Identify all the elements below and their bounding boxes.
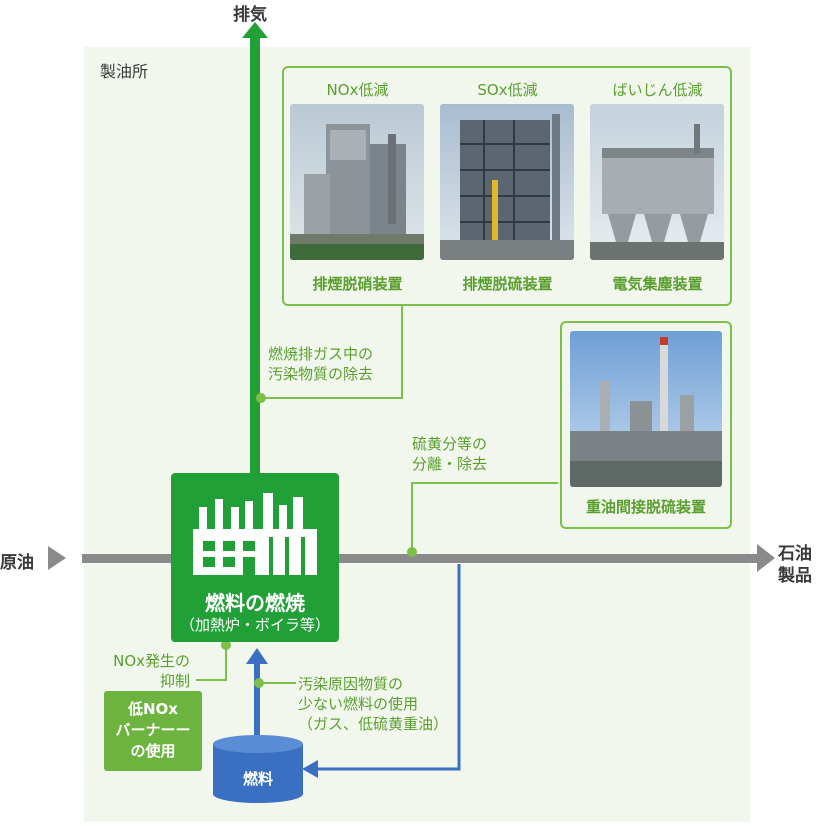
device-connector-dot <box>256 393 266 403</box>
device-function-nox: NOx低減 <box>326 81 389 99</box>
exhaust-treatment-note: 燃焼排ガス中の 汚染物質の除去 <box>268 344 373 384</box>
low-nox-line2: バーナーー <box>115 721 191 739</box>
crude-oil-pipeline <box>82 554 759 563</box>
refinery-label: 製油所 <box>100 62 149 81</box>
sulfur-note: 硫黄分等の 分離・除去 <box>412 434 487 474</box>
sulfur-connector <box>411 482 558 552</box>
exhaust-note-line1: 燃焼排ガス中の <box>268 345 374 363</box>
nox-note-line2: 抑制 <box>159 672 190 690</box>
fuel-tank-label: 燃料 <box>242 770 273 788</box>
fuel-note-line1: 汚染原因物質の <box>298 675 404 693</box>
device-connector <box>260 306 403 399</box>
nox-note-line1: NOx発生の <box>113 652 190 670</box>
low-nox-burner-box: 低NOx バーナーー の使用 <box>104 691 202 771</box>
nox-connector-dot <box>221 640 231 650</box>
low-nox-line1: 低NOx <box>128 700 178 718</box>
device-name-precipitator: 電気集塵装置 <box>612 275 703 293</box>
denitration-plant-photo <box>290 104 424 260</box>
electrostatic-precipitator-photo <box>590 104 724 260</box>
sulfur-note-line1: 硫黄分等の <box>412 435 488 453</box>
products-label-line1: 石油 <box>778 544 812 564</box>
fuel-supply-line <box>254 660 260 735</box>
heavy-oil-unit-name: 重油間接脱硫装置 <box>585 498 706 516</box>
device-function-dust: ばいじん低減 <box>612 81 703 99</box>
fuel-note-dot <box>254 678 264 688</box>
products-outlet-arrow <box>757 544 775 572</box>
crude-oil-label: 原油 <box>0 553 34 573</box>
fuel-note: 汚染原因物質の 少ない燃料の使用 （ガス、低硫黄重油） <box>298 674 448 734</box>
heavy-oil-desulfurization-photo <box>570 331 722 487</box>
combustion-block: 燃料の燃焼 （加熱炉・ボイラ等） <box>171 473 339 642</box>
sulfur-note-line2: 分離・除去 <box>412 455 488 473</box>
exhaust-note-line2: 汚染物質の除去 <box>268 365 374 383</box>
desulfurization-plant-photo <box>440 104 574 260</box>
nox-note: NOx発生の 抑制 <box>104 651 190 691</box>
exhaust-label: 排気 <box>233 5 267 25</box>
sulfur-connector-dot <box>407 547 417 557</box>
combustion-title: 燃料の燃焼 <box>205 591 305 615</box>
combustion-subtitle: （加熱炉・ボイラ等） <box>179 616 330 634</box>
fuel-return-arrow <box>302 760 318 778</box>
exhaust-arrow <box>242 22 268 38</box>
products-label: 石油 製品 <box>778 543 812 587</box>
fuel-tank-icon <box>213 735 303 803</box>
fuel-note-line3: （ガス、低硫黄重油） <box>298 715 449 733</box>
exhaust-line <box>250 36 260 474</box>
device-name-denitration: 排煙脱硝装置 <box>312 275 403 293</box>
device-name-desulfurization: 排煙脱硫装置 <box>462 275 553 293</box>
device-function-sox: SOx低減 <box>477 81 538 99</box>
products-label-line2: 製品 <box>778 566 812 586</box>
fuel-return-line <box>318 564 461 771</box>
fuel-note-line2: 少ない燃料の使用 <box>298 695 419 713</box>
crude-inlet-arrow <box>48 546 66 570</box>
fuel-supply-arrow <box>246 648 268 664</box>
factory-icon <box>193 493 317 575</box>
low-nox-line3: の使用 <box>130 742 176 760</box>
nox-connector <box>196 643 227 681</box>
